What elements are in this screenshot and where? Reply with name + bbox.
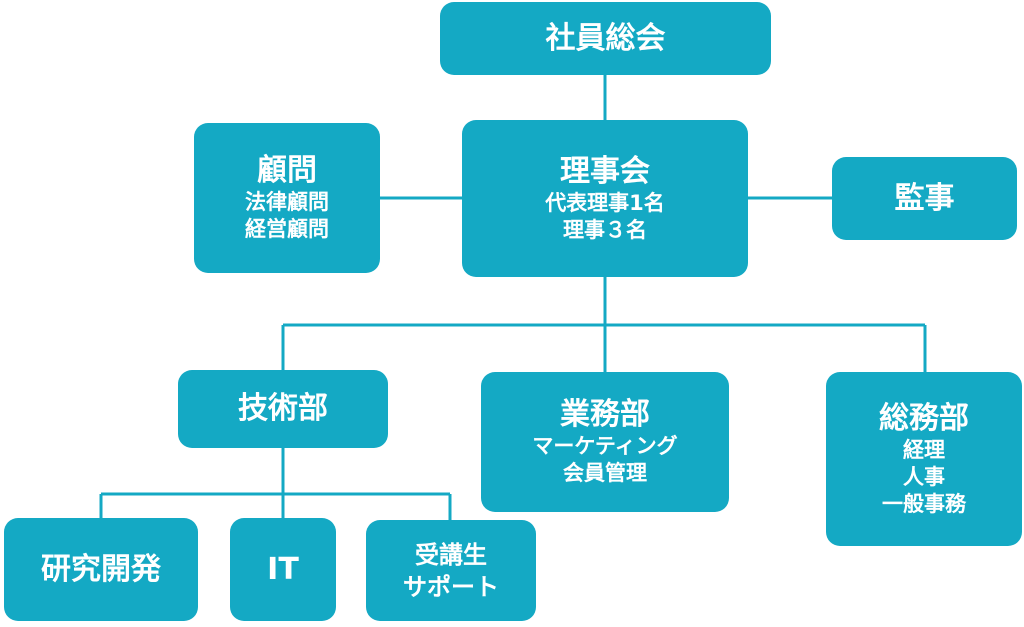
auditor-title: 監事 bbox=[894, 180, 955, 216]
student-support-line-1: 受講生 bbox=[415, 540, 487, 569]
general-affairs-dept-title: 総務部 bbox=[879, 400, 969, 436]
auditor-box: 監事 bbox=[832, 157, 1017, 240]
business-dept-title: 業務部 bbox=[560, 397, 650, 432]
advisor-title: 顧問 bbox=[257, 153, 317, 188]
board-line-representative: 代表理事1名 bbox=[545, 190, 665, 215]
advisor-line-legal: 法律顧問 bbox=[245, 190, 329, 214]
business-dept-line-members: 会員管理 bbox=[563, 461, 647, 485]
general-affairs-dept-box: 総務部 経理 人事 一般事務 bbox=[826, 372, 1022, 546]
it-box: IT bbox=[230, 518, 336, 621]
it-title: IT bbox=[267, 551, 299, 587]
tech-dept-box: 技術部 bbox=[178, 370, 388, 448]
general-affairs-line-clerical: 一般事務 bbox=[882, 491, 966, 516]
board-title: 理事会 bbox=[560, 153, 650, 189]
advisor-box: 顧問 法律顧問 経営顧問 bbox=[194, 123, 380, 273]
general-assembly-box: 社員総会 bbox=[440, 2, 771, 75]
student-support-box: 受講生 サポート bbox=[366, 520, 536, 621]
tech-dept-title: 技術部 bbox=[238, 391, 328, 426]
student-support-line-2: サポート bbox=[403, 572, 499, 601]
rnd-title: 研究開発 bbox=[41, 551, 161, 587]
board-line-directors: 理事３名 bbox=[563, 217, 647, 242]
advisor-line-management: 経営顧問 bbox=[245, 217, 329, 241]
rnd-box: 研究開発 bbox=[4, 518, 198, 621]
general-assembly-title: 社員総会 bbox=[545, 20, 666, 56]
board-box: 理事会 代表理事1名 理事３名 bbox=[462, 120, 748, 277]
general-affairs-line-hr: 人事 bbox=[903, 464, 945, 489]
general-affairs-line-accounting: 経理 bbox=[903, 437, 945, 462]
business-dept-line-marketing: マーケティング bbox=[532, 434, 678, 458]
business-dept-box: 業務部 マーケティング 会員管理 bbox=[481, 372, 729, 512]
